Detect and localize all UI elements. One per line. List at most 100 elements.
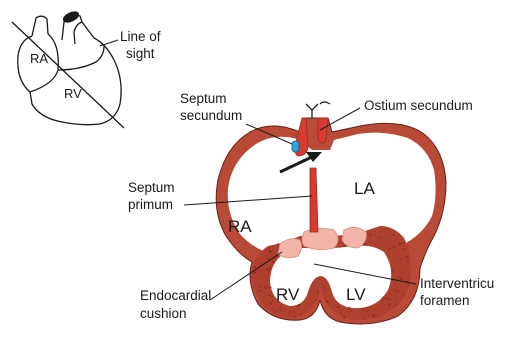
myocardium-speckle — [317, 291, 319, 293]
myocardium-speckle — [381, 299, 383, 301]
line-of-sight-label-1: Line of — [120, 29, 161, 45]
myocardium-speckle — [370, 309, 371, 310]
myocardium-speckle — [400, 277, 403, 280]
myocardium-speckle — [274, 310, 276, 312]
myocardium-speckle — [348, 307, 351, 310]
myocardium-speckle — [337, 306, 340, 309]
myocardium-speckle — [393, 289, 394, 290]
inset-label-rv: RV — [64, 86, 82, 101]
myocardium-speckle — [397, 246, 398, 247]
myocardium-speckle — [271, 245, 273, 247]
myocardium-speckle — [395, 284, 396, 285]
myocardium-speckle — [399, 299, 400, 300]
myocardium-speckle — [267, 258, 269, 260]
inset-label-ra: RA — [30, 51, 48, 66]
septum-secundum-label-1: Septum — [180, 91, 227, 107]
inset-rv-boundary — [58, 46, 104, 70]
myocardium-speckle — [350, 310, 352, 312]
myocardium-speckle — [324, 287, 326, 289]
myocardium-speckle — [277, 243, 279, 245]
myocardium-speckle — [394, 282, 396, 284]
septum-primum-label-1: Septum — [128, 180, 175, 196]
myocardium-speckle — [367, 310, 369, 312]
myocardium-speckle — [378, 230, 379, 231]
myocardium-speckle — [264, 275, 265, 276]
myocardium-speckle — [264, 286, 267, 289]
myocardium-speckle — [392, 234, 394, 236]
myocardium-speckle — [280, 309, 282, 311]
septum-primum-label-2: primum — [128, 197, 173, 213]
myocardium-speckle — [387, 241, 388, 242]
myocardium-speckle — [268, 294, 270, 296]
myocardium-speckle — [339, 312, 340, 313]
myocardium-speckle — [274, 253, 275, 254]
myocardium-speckle — [363, 310, 365, 312]
myocardium-speckle — [260, 263, 262, 265]
myocardium-speckle — [292, 311, 294, 313]
myocardium-speckle — [408, 284, 410, 286]
myocardium-speckle — [271, 295, 273, 297]
myocardium-speckle — [313, 302, 314, 303]
myocardium-speckle — [402, 241, 404, 243]
myocardium-speckle — [315, 299, 317, 301]
myocardium-speckle — [391, 271, 393, 273]
myocardium-speckle — [298, 304, 300, 306]
myocardium-speckle — [343, 316, 345, 318]
myocardium-speckle — [375, 244, 377, 246]
myocardium-speckle — [257, 290, 258, 291]
myocardium-speckle — [288, 314, 289, 315]
myocardium-speckle — [396, 304, 398, 306]
myocardium-speckle — [364, 318, 366, 320]
myocardium-speckle — [403, 248, 405, 250]
rv-label: RV — [276, 286, 299, 304]
myocardium-speckle — [272, 260, 275, 263]
myocardium-speckle — [286, 315, 287, 316]
top-vessel — [306, 102, 330, 118]
ra-label: RA — [228, 218, 252, 236]
myocardium-speckle — [387, 298, 389, 300]
myocardium-speckle — [388, 248, 390, 250]
myocardium-speckle — [388, 304, 390, 306]
endocardial-cushion-label-2: cushion — [140, 306, 187, 322]
myocardium-speckle — [268, 253, 269, 254]
myocardium-speckle — [343, 244, 345, 246]
myocardium-speckle — [269, 302, 272, 305]
myocardium-speckle — [402, 295, 404, 297]
myocardium-speckle — [392, 268, 393, 269]
myocardium-speckle — [395, 296, 396, 297]
myocardium-speckle — [396, 258, 397, 259]
myocardium-speckle — [394, 298, 395, 299]
line-of-sight-leader — [100, 40, 118, 46]
myocardium-speckle — [358, 311, 359, 312]
myocardium-speckle — [405, 256, 407, 258]
myocardium-speckle — [393, 245, 395, 247]
myocardium-speckle — [260, 286, 262, 288]
myocardium-speckle — [318, 277, 319, 278]
la-label: LA — [354, 180, 375, 198]
myocardium-speckle — [288, 311, 290, 313]
myocardium-speckle — [400, 258, 402, 260]
septum-secundum-label-2: secundum — [180, 108, 242, 124]
myocardium-speckle — [268, 270, 270, 272]
endocardial-cushion-label-1: Endocardial — [140, 288, 211, 304]
endocardial-cushion-center — [302, 228, 338, 249]
myocardium-speckle — [408, 275, 409, 276]
myocardium-speckle — [261, 270, 262, 271]
lv-label: LV — [346, 286, 366, 304]
myocardium-speckle — [270, 287, 272, 289]
foramen-ovale-marker — [292, 141, 299, 152]
myocardium-speckle — [399, 291, 401, 293]
interventricular-foramen-label-2: foramen — [420, 293, 470, 309]
ostium-secundum-label: Ostium secundum — [364, 98, 473, 114]
myocardium-speckle — [369, 234, 371, 236]
myocardium-speckle — [299, 314, 301, 316]
myocardium-speckle — [268, 248, 270, 250]
myocardium-speckle — [380, 237, 381, 238]
myocardium-speckle — [339, 247, 340, 248]
myocardium-speckle — [368, 314, 370, 316]
myocardium-speckle — [392, 280, 394, 282]
inset-outline — [18, 22, 121, 125]
myocardium-speckle — [394, 266, 395, 267]
myocardium-speckle — [259, 290, 261, 292]
myocardium-speckle — [271, 309, 273, 311]
